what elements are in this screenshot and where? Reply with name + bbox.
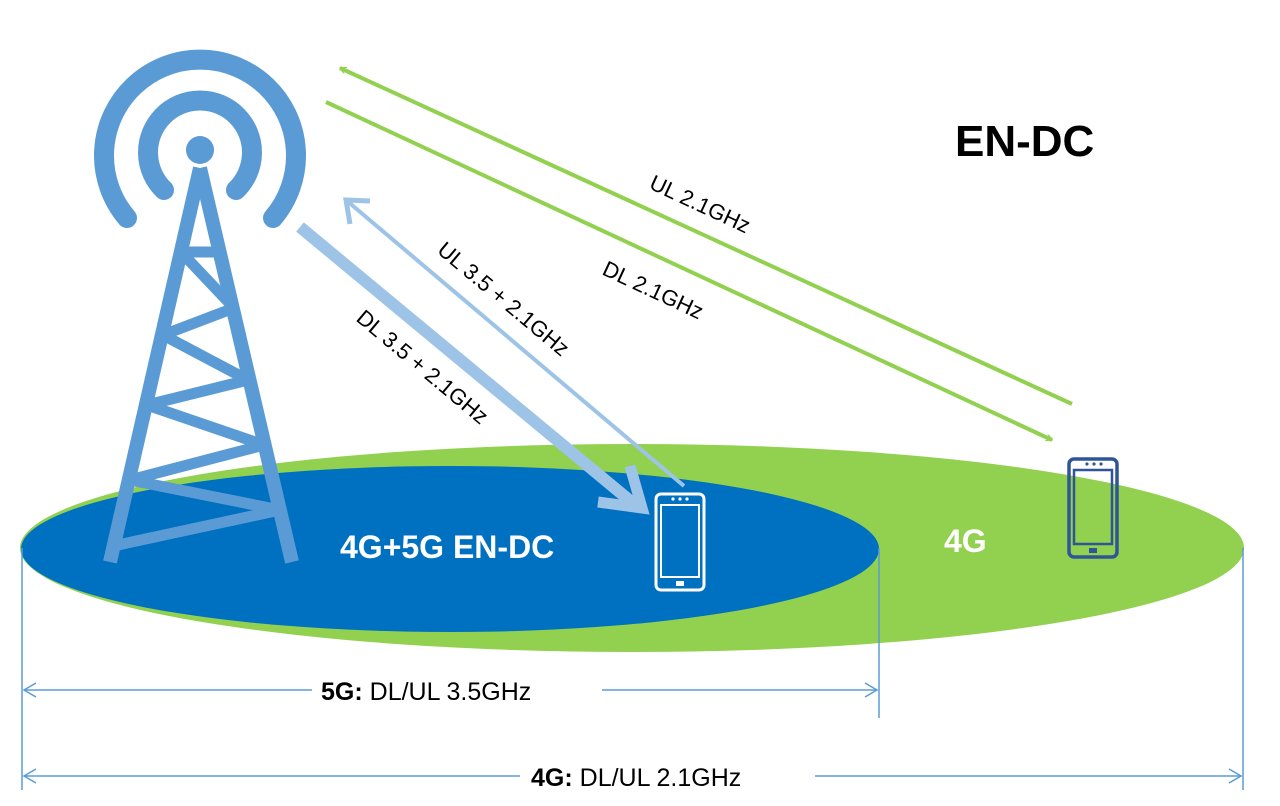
area-label-4g: 4G — [944, 523, 987, 559]
link-endc-downlink — [296, 222, 650, 515]
smartphone-icon — [1067, 457, 1119, 559]
dimension-text-5g: DL/UL 3.5GHz — [363, 678, 532, 706]
label-ul-endc: UL 3.5 + 2.1GHz — [433, 237, 574, 361]
smartphone-icon — [654, 492, 706, 592]
diagram-title: EN-DC — [955, 117, 1094, 166]
cell-tower-icon — [94, 49, 306, 564]
dimension-label-5g: 5G: DL/UL 3.5GHz — [321, 678, 531, 706]
dimension-4g — [21, 548, 1244, 790]
label-dl-4g: DL 2.1GHz — [599, 256, 707, 324]
label-ul-4g: UL 2.1GHz — [646, 170, 754, 238]
area-label-endc: 4G+5G EN-DC — [340, 529, 554, 565]
link-4g-uplink — [340, 66, 1073, 406]
link-endc-uplink — [343, 197, 686, 488]
dimension-text-4g: DL/UL 2.1GHz — [573, 764, 742, 792]
dimension-label-4g: 4G: DL/UL 2.1GHz — [531, 764, 741, 792]
dimension-prefix-5g: 5G: — [321, 678, 363, 706]
dimension-prefix-4g: 4G: — [531, 764, 573, 792]
dimension-5g — [21, 548, 880, 718]
link-4g-downlink — [325, 100, 1052, 442]
